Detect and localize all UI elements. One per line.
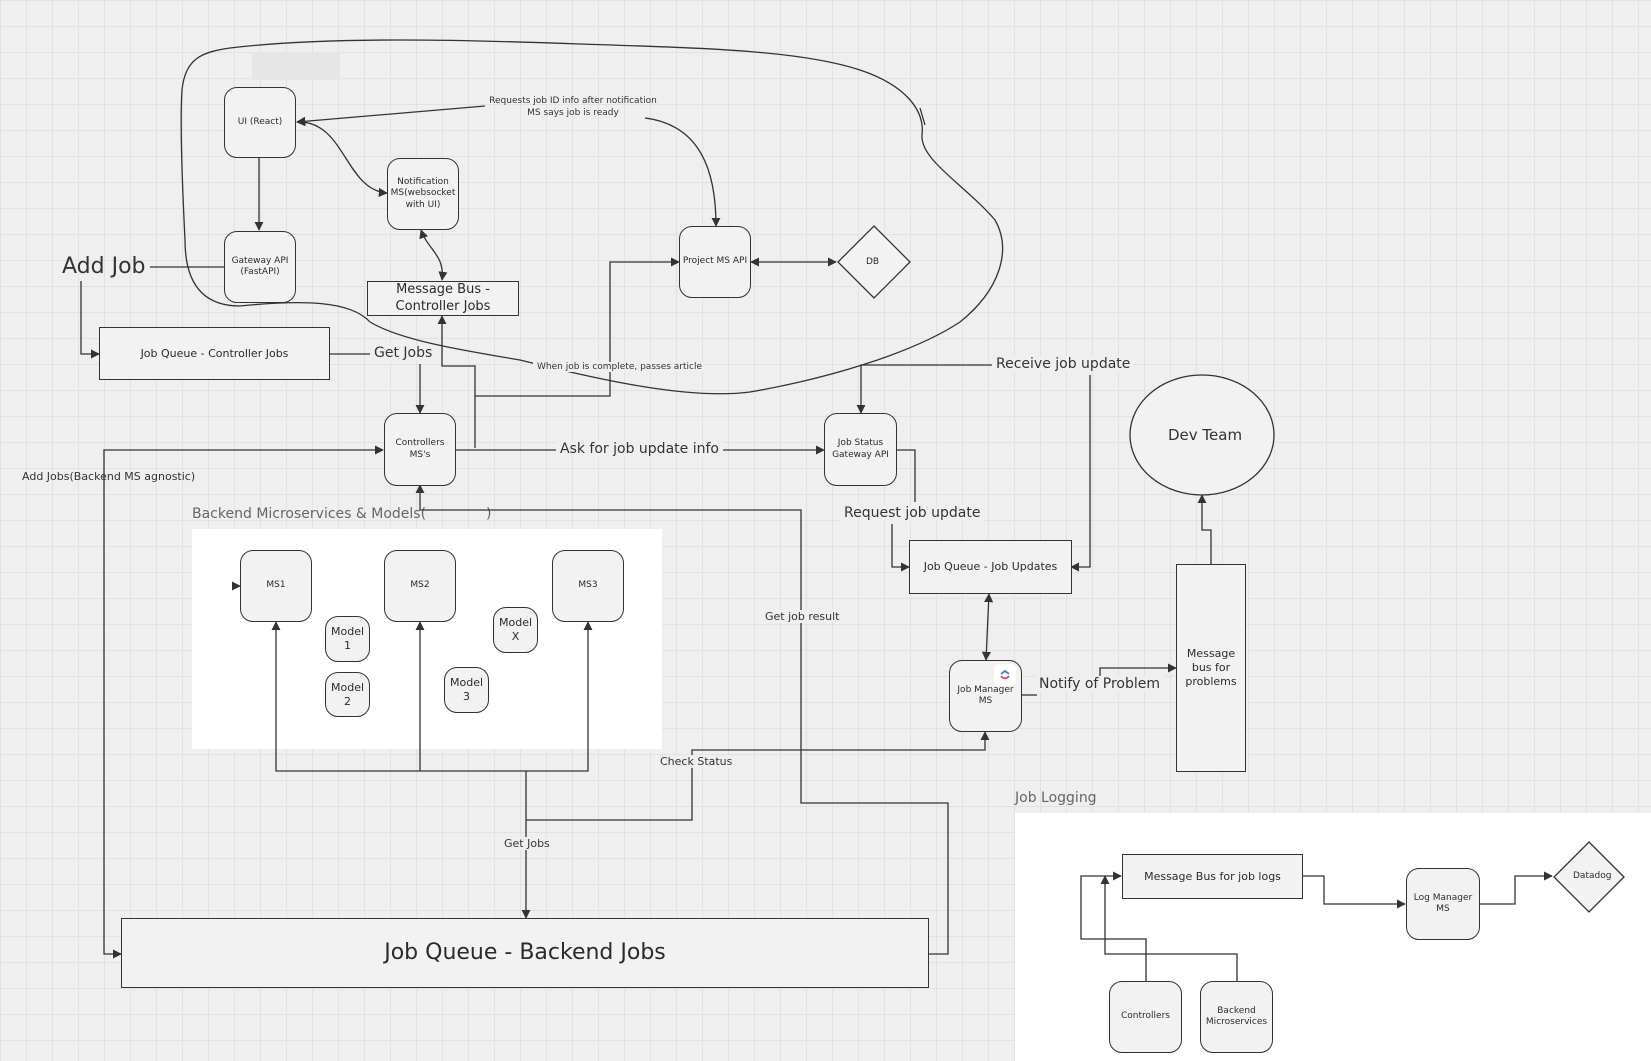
dev-team-label: Dev Team — [1168, 426, 1243, 444]
model-1-node[interactable]: Model 1 — [325, 616, 370, 662]
db-label: DB — [866, 257, 880, 267]
job-queue-updates-node[interactable]: Job Queue - Job Updates — [909, 540, 1072, 594]
project-ms-node[interactable]: Project MS API — [679, 226, 751, 298]
ms3-node[interactable]: MS3 — [552, 550, 624, 622]
ms1-node[interactable]: MS1 — [240, 550, 312, 622]
placeholder-block — [252, 52, 340, 80]
ui-react-node[interactable]: UI (React) — [224, 87, 296, 158]
model-3-node[interactable]: Model 3 — [444, 667, 489, 713]
request-job-update-label: Request job update — [840, 505, 985, 521]
datadog-diamond — [1553, 841, 1625, 913]
notification-ms-node[interactable]: Notification MS(websocket with UI) — [387, 158, 459, 230]
job-manager-node[interactable]: Job Manager MS — [949, 660, 1022, 732]
add-jobs-backend-label: Add Jobs(Backend MS agnostic) — [22, 470, 196, 483]
log-manager-node[interactable]: Log Manager MS — [1406, 868, 1480, 940]
message-bus-controller-node[interactable]: Message Bus - Controller Jobs — [367, 281, 519, 316]
notify-problem-label: Notify of Problem — [1035, 676, 1165, 692]
gateway-api-node[interactable]: Gateway API (FastAPI) — [224, 231, 296, 303]
datadog-label: Datadog — [1573, 871, 1612, 881]
job-manager-badge-icon — [994, 664, 1016, 686]
model-x-node[interactable]: Model X — [493, 607, 538, 653]
model-2-node[interactable]: Model 2 — [325, 672, 370, 717]
requests-job-id-label: Requests job ID info after notification … — [489, 96, 657, 118]
add-job-label: Add Job — [62, 254, 146, 279]
when-job-complete-label: When job is complete, passes article — [533, 362, 707, 372]
message-bus-logs-node[interactable]: Message Bus for job logs — [1122, 854, 1303, 899]
backend-microservices-node[interactable]: Backend Microservices — [1200, 981, 1273, 1053]
db-diamond — [837, 225, 911, 299]
controllers-node[interactable]: Controllers — [1109, 981, 1182, 1053]
controllers-ms-node[interactable]: Controllers MS's — [384, 413, 456, 486]
get-jobs-label-bottom: Get Jobs — [500, 837, 554, 850]
receive-job-update-label: Receive job update — [992, 356, 1135, 372]
get-jobs-label-top: Get Jobs — [370, 345, 437, 361]
job-status-gateway-node[interactable]: Job Status Gateway API — [824, 413, 897, 486]
job-queue-backend-node[interactable]: Job Queue - Backend Jobs — [121, 918, 929, 988]
check-status-label: Check Status — [656, 755, 737, 768]
ask-job-update-label: Ask for job update info — [556, 441, 723, 457]
logging-frame-title: Job Logging — [1015, 790, 1097, 806]
job-queue-controller-node[interactable]: Job Queue - Controller Jobs — [99, 327, 330, 380]
ms2-node[interactable]: MS2 — [384, 550, 456, 622]
message-bus-problems-node[interactable]: Message bus for problems — [1176, 564, 1246, 772]
lasso-outline — [180, 39, 1004, 395]
get-job-result-label: Get job result — [761, 610, 844, 623]
